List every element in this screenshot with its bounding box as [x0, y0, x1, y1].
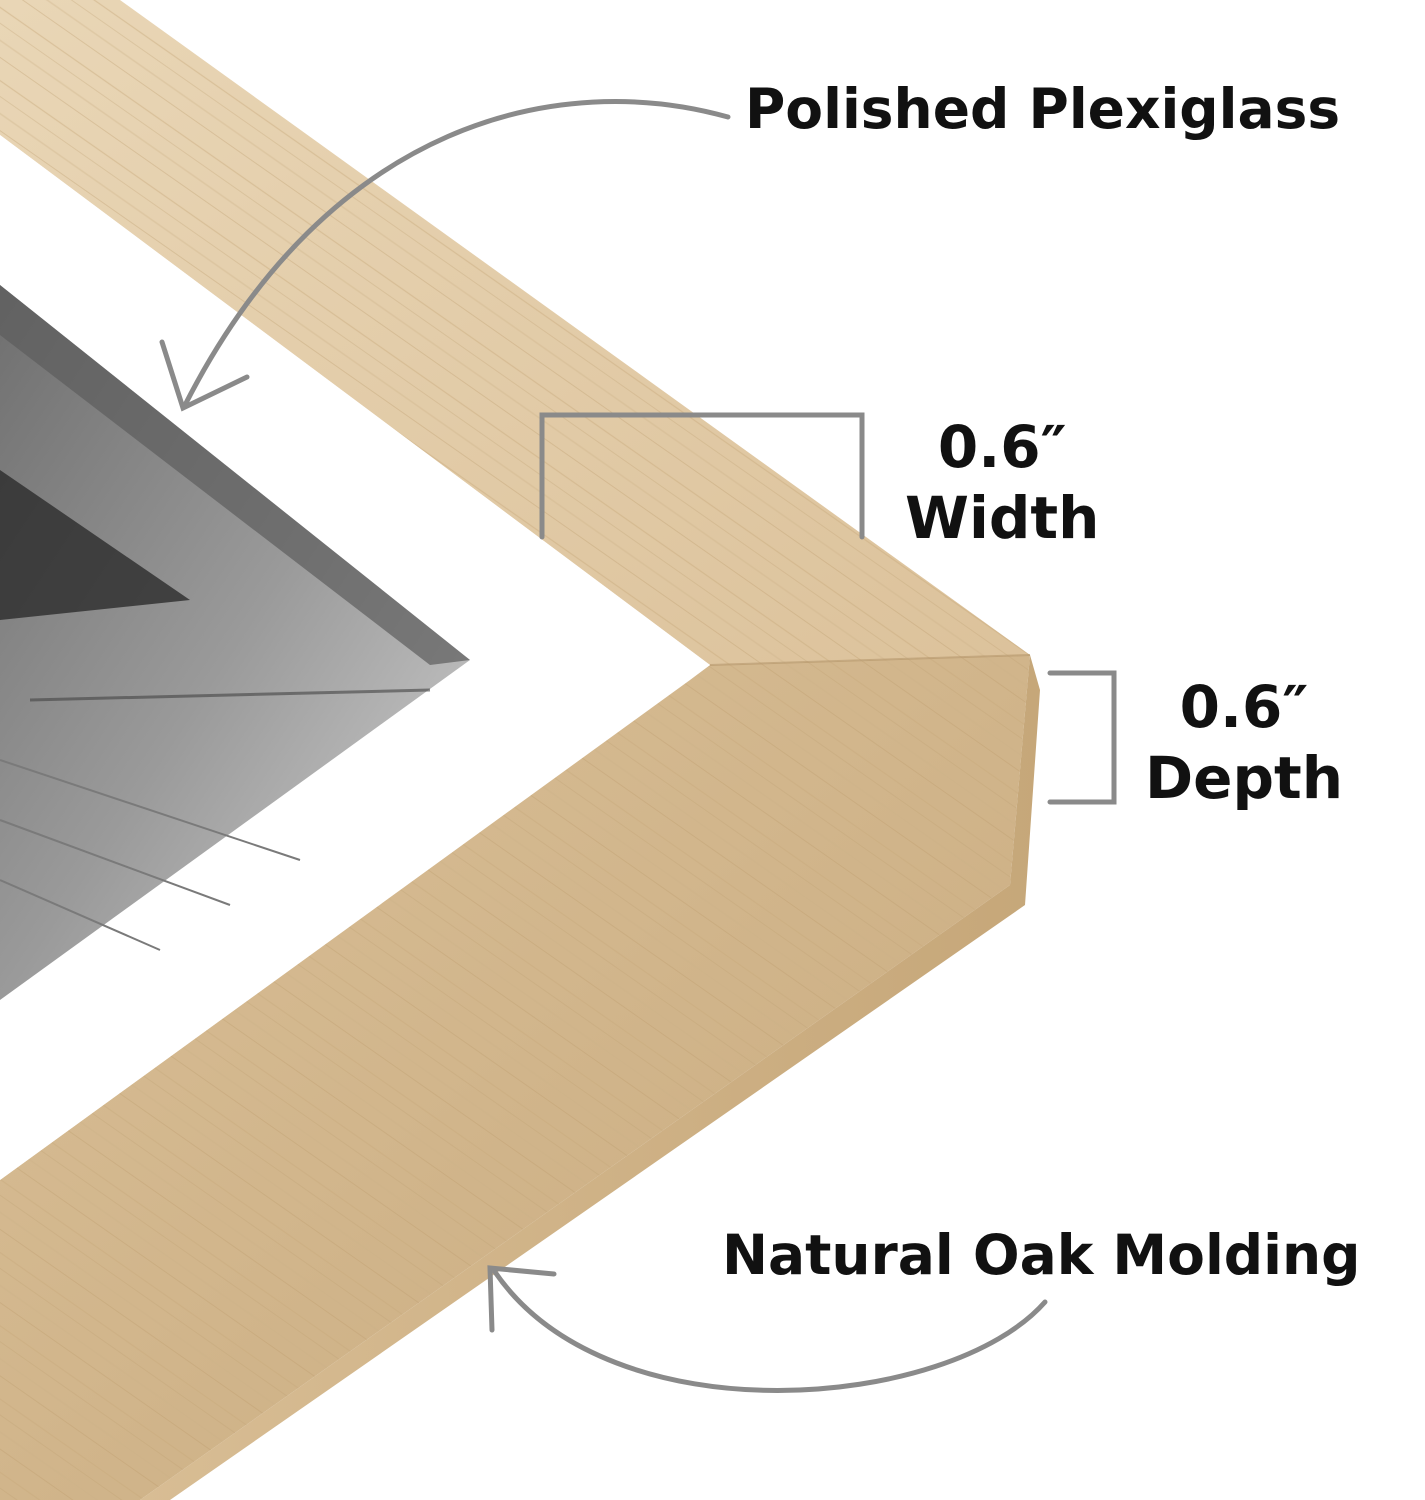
width-caption: Width — [905, 483, 1100, 552]
oak-frame — [0, 0, 1040, 1500]
curved-arrow-icon — [492, 1269, 1048, 1393]
molding-label: Natural Oak Molding — [722, 1223, 1361, 1287]
curved-arrow-icon — [182, 99, 731, 408]
width-label: 0.6″ Width — [905, 412, 1099, 554]
plexiglass-label: Polished Plexiglass — [745, 77, 1341, 141]
depth-value: 0.6″ — [1179, 673, 1309, 741]
dimension-bracket-icon — [539, 412, 865, 540]
dimension-bracket-icon — [1047, 670, 1117, 805]
width-value: 0.6″ — [937, 413, 1067, 481]
curved-arrow-icon — [159, 339, 250, 412]
curved-arrow-icon — [487, 1265, 557, 1333]
framed-photo — [0, 285, 470, 1000]
annotations — [159, 99, 1117, 1393]
depth-caption: Depth — [1145, 743, 1344, 812]
depth-label: 0.6″ Depth — [1145, 672, 1343, 814]
